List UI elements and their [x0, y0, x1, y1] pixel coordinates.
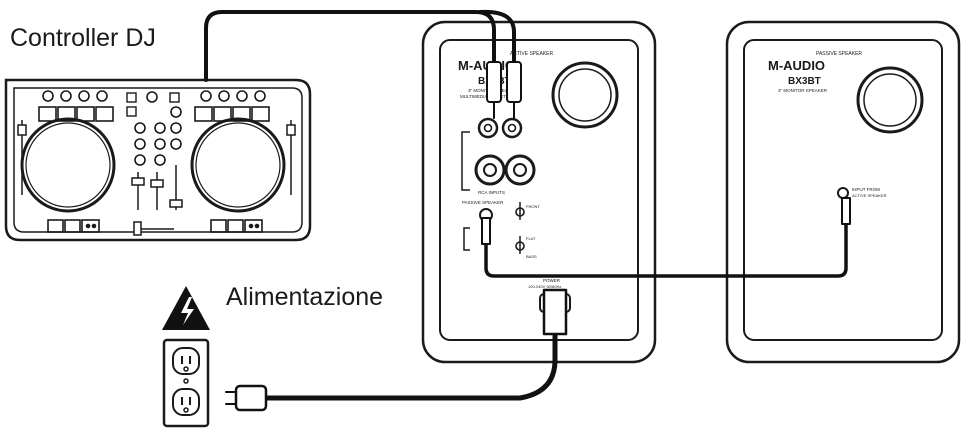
power-label: POWER — [543, 278, 561, 283]
active-speaker-bass-port-inner — [558, 68, 612, 122]
controller-body — [4, 78, 312, 242]
switch-front-label: FRONT — [526, 204, 540, 209]
switch-bass-label: BASS — [526, 254, 537, 259]
power-plug-wall — [234, 384, 268, 412]
active-speaker: ACTIVE SPEAKER M-AUDIO BX3BT 3" MONITOR … — [421, 20, 657, 364]
jog-wheel-right-inner — [195, 122, 281, 208]
controller-panel — [13, 87, 303, 233]
switch-flat-label: FLAT — [526, 236, 536, 241]
channel-faders — [131, 165, 183, 210]
pitch-fader-left-cap — [17, 124, 27, 136]
active-speaker-header: ACTIVE SPEAKER — [510, 51, 553, 57]
power-plug-speaker — [542, 288, 568, 336]
active-speaker-panel — [439, 39, 639, 341]
transport-right — [210, 219, 263, 233]
passive-input-label: INPUT FROM — [852, 187, 880, 192]
jog-wheel-right — [190, 117, 286, 213]
passive-speaker-bass-port — [856, 66, 924, 134]
passive-speaker: PASSIVE SPEAKER M-AUDIO BX3BT 3" MONITOR… — [725, 20, 961, 364]
wall-outlet — [162, 338, 210, 428]
cable-power — [237, 309, 558, 401]
rca-inputs-label: RCA INPUTS — [478, 190, 505, 195]
rca-input-right-pin — [507, 123, 517, 133]
trs-input-right-hole — [513, 163, 527, 177]
rca-input-right — [501, 117, 523, 139]
cable-controller-to-speaker-b — [478, 9, 516, 64]
trs-input-left-hole — [483, 163, 497, 177]
volume-bracket — [463, 227, 470, 251]
input-bracket — [461, 131, 470, 191]
rca-input-left-pin — [483, 123, 493, 133]
mixer-knobs — [134, 91, 182, 166]
transport-left — [47, 219, 100, 233]
rca-input-left — [477, 117, 499, 139]
link-plug-active — [481, 217, 491, 245]
power-label-text: Alimentazione — [226, 283, 384, 311]
cable-speaker-link — [484, 208, 848, 278]
pads-left — [38, 106, 114, 122]
passive-speaker-desc1: 3" MONITOR SPEAKER — [778, 88, 828, 93]
dj-controller — [4, 78, 312, 242]
passive-speaker-model: BX3BT — [788, 76, 821, 87]
passive-speaker-panel — [743, 39, 943, 341]
knobs-right — [200, 90, 266, 102]
jog-wheel-left-inner — [25, 122, 111, 208]
active-speaker-cabinet — [421, 20, 657, 364]
passive-speaker-bass-port-inner — [863, 73, 917, 127]
crossfader — [133, 221, 174, 236]
controller-label: Controller DJ — [10, 24, 156, 52]
cables — [204, 9, 851, 412]
passive-out-label: PASSIVE SPEAKER — [462, 200, 504, 205]
outlet-socket-top — [172, 347, 200, 375]
passive-speaker-brand: M-AUDIO — [768, 58, 825, 73]
high-voltage-warning-icon — [162, 286, 210, 330]
rca-plugs — [486, 61, 522, 119]
pitch-fader-right-cap — [286, 124, 296, 136]
knobs-left — [42, 90, 108, 102]
link-plug-passive — [841, 197, 851, 225]
passive-input-sub-label: ACTIVE SPEAKER — [852, 193, 887, 198]
cable-controller-to-speaker — [204, 10, 496, 82]
trs-input-right — [504, 154, 536, 186]
mixer-buttons — [126, 92, 180, 117]
power-sub-label: 100-240V 50/60Hz — [528, 284, 561, 289]
pads-right — [194, 106, 270, 122]
passive-speaker-cabinet — [725, 20, 961, 364]
passive-speaker-header: PASSIVE SPEAKER — [816, 51, 862, 57]
active-speaker-bass-port — [551, 61, 619, 129]
trs-input-left — [474, 154, 506, 186]
outlet-socket-bottom — [172, 388, 200, 416]
